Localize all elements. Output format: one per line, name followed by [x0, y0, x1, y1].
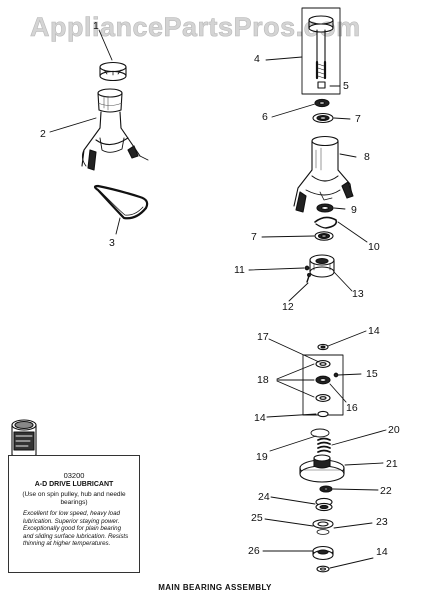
part-7-bearing-lower — [314, 231, 334, 241]
callout-2: 2 — [40, 128, 46, 140]
lubricant-usage: (Use on spin pulley, hub and needle bear… — [22, 491, 126, 506]
lubricant-title: A-D DRIVE LUBRICANT — [34, 481, 114, 488]
part-11-screw — [304, 265, 310, 271]
lubricant-can — [11, 419, 37, 460]
callout-11: 11 — [234, 264, 245, 276]
part-22-washer — [319, 485, 333, 493]
callout-7-lower: 7 — [251, 231, 257, 243]
callout-25: 25 — [251, 512, 263, 524]
callout-10: 10 — [368, 241, 380, 253]
part-6-washer — [314, 98, 330, 108]
callout-7-upper: 7 — [355, 113, 361, 125]
part-23-washer — [316, 529, 330, 535]
part-13-hub — [309, 254, 335, 278]
callout-13: 13 — [352, 288, 364, 300]
part-20-spring — [317, 437, 331, 453]
watermark: AppliancePartsPros.com — [30, 12, 361, 43]
part-14-washer-bottom — [316, 565, 330, 573]
lubricant-info-box: 03200 A-D DRIVE LUBRICANT (Use on spin p… — [8, 455, 140, 573]
part-24-ring — [315, 497, 333, 512]
callout-18: 18 — [257, 374, 269, 386]
part-9-seal-ring — [316, 203, 334, 213]
bearing-kit-group — [302, 343, 344, 418]
part-3-drive-belt — [93, 184, 149, 220]
callout-4: 4 — [254, 53, 260, 65]
callout-8: 8 — [364, 151, 370, 163]
part-5-pin — [317, 81, 326, 89]
part-8-main-housing — [293, 135, 354, 213]
lubricant-part-number: 03200 — [63, 471, 85, 480]
callout-23: 23 — [376, 516, 388, 528]
callout-14-bottom: 14 — [376, 546, 388, 558]
part-10-retaining-ring — [314, 216, 338, 229]
part-25-washer — [312, 519, 334, 529]
callout-17: 17 — [257, 331, 269, 343]
callout-3: 3 — [109, 237, 115, 249]
callout-24: 24 — [258, 491, 270, 503]
part-4-spin-shaft — [301, 7, 341, 95]
leader-lines — [49, 29, 387, 569]
part-26-needle-bearing — [312, 545, 334, 561]
callout-21: 21 — [386, 458, 398, 470]
callout-9: 9 — [351, 204, 357, 216]
callout-5: 5 — [343, 80, 349, 92]
part-19-snap-ring — [310, 428, 330, 438]
callout-20: 20 — [388, 424, 400, 436]
callout-12: 12 — [282, 301, 294, 313]
part-12-screw — [306, 273, 311, 283]
callout-14-top: 14 — [368, 325, 380, 337]
callout-15: 15 — [366, 368, 378, 380]
callout-16: 16 — [346, 402, 358, 414]
part-2-bearing-bracket — [81, 88, 149, 171]
callout-26: 26 — [248, 545, 260, 557]
callout-14-mid: 14 — [254, 412, 266, 424]
part-1-nut — [99, 61, 127, 82]
callout-6: 6 — [262, 111, 268, 123]
callout-1: 1 — [93, 20, 99, 32]
lubricant-description: Excellent for low speed, heavy load lubr… — [23, 510, 129, 548]
part-7-bearing-upper — [312, 112, 334, 124]
diagram-caption: MAIN BEARING ASSEMBLY — [158, 583, 272, 592]
part-21-spin-pulley — [299, 454, 345, 483]
callout-22: 22 — [380, 485, 392, 497]
callout-19: 19 — [256, 451, 268, 463]
